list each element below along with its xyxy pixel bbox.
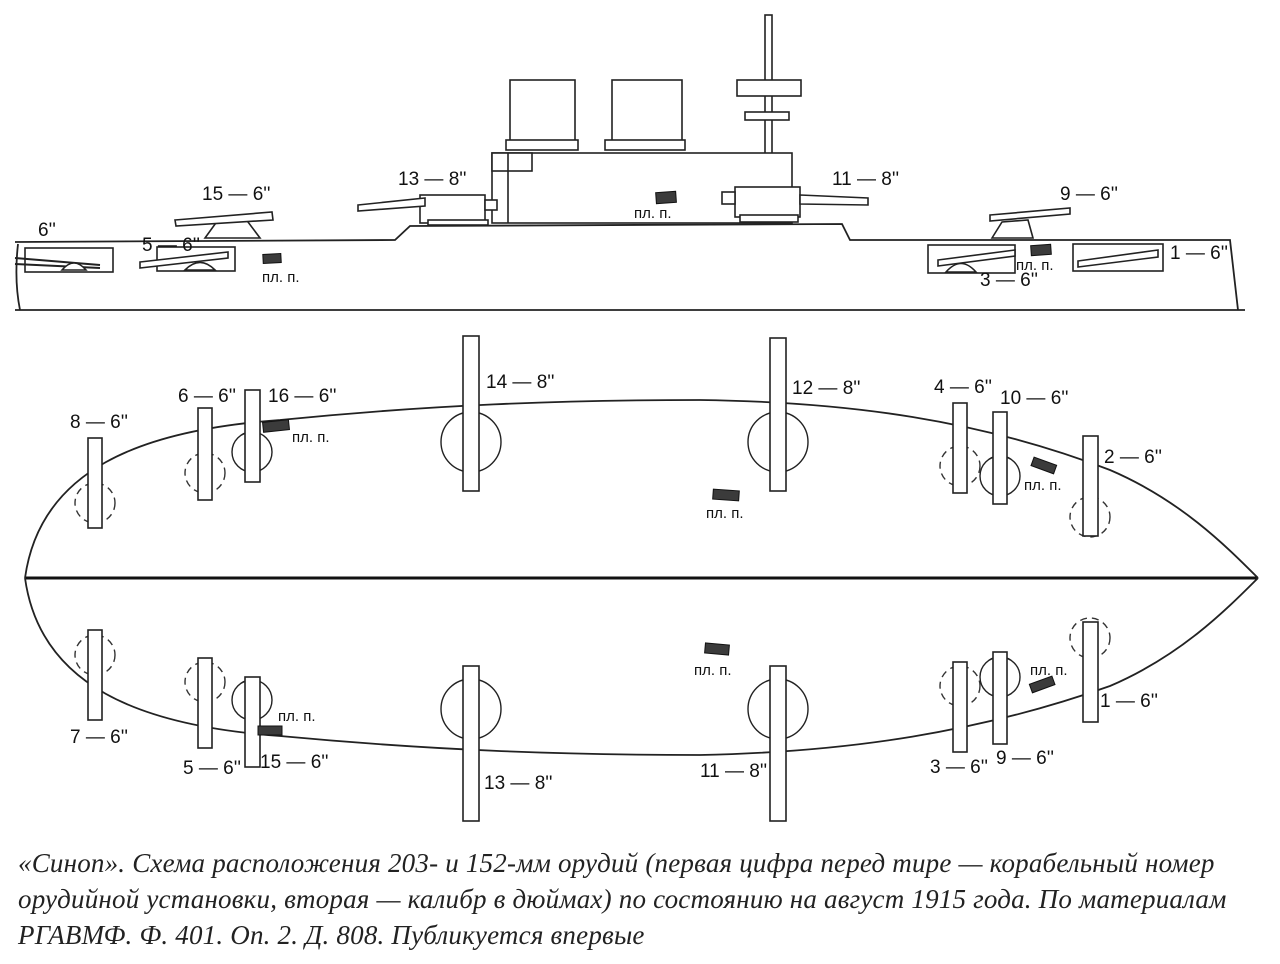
- magazine-marker: [1030, 243, 1052, 257]
- magazine-label: пл. п.: [1016, 257, 1054, 274]
- magazine-marker: [704, 642, 730, 656]
- magazine-label: пл. п.: [1030, 662, 1068, 679]
- magazine-marker: [262, 253, 282, 264]
- magazine-label: пл. п.: [694, 662, 732, 679]
- mast-yard: [744, 111, 790, 121]
- magazine-marker: [655, 190, 677, 205]
- label-turret-11: 11 — 8'': [700, 761, 767, 782]
- label-gun-1: 1 — 6'': [1100, 691, 1158, 712]
- gun-16-upper: [231, 389, 273, 483]
- label-gun-3: 3 — 6'': [980, 270, 1038, 291]
- plan-view: 8 — 6'' 6 — 6'' 16 — 6'' 14 — 8'' 12 — 8…: [24, 335, 1259, 822]
- label-gun-9: 9 — 6'': [996, 748, 1054, 769]
- magazine-label: пл. п.: [292, 429, 330, 446]
- gun-8-upper: [74, 437, 116, 529]
- label-turret-14: 14 — 8'': [486, 372, 555, 393]
- gun-15-lower: [231, 676, 273, 768]
- gun-4-upper: [939, 402, 981, 494]
- magazine-marker: [712, 488, 740, 502]
- gun-10-upper: [979, 411, 1021, 505]
- label-gun-5: 5 — 6'': [183, 758, 241, 779]
- mast-platform: [736, 79, 802, 97]
- gun-1-lower: [1069, 617, 1111, 723]
- magazine-label: пл. п.: [1024, 477, 1062, 494]
- gun-3-lower: [939, 661, 981, 753]
- hull-deck-line: [14, 223, 1239, 311]
- magazine-marker: [1030, 456, 1058, 475]
- side-view: 6'' 15 — 6'' 5 — 6'' 13 — 8'' 11 — 8'' 9…: [14, 14, 1245, 311]
- label-turret-13: 13 — 8'': [484, 773, 553, 794]
- label-turret-12: 12 — 8'': [792, 378, 861, 399]
- magazine-label: пл. п.: [278, 708, 316, 725]
- magazine-label: пл. п.: [262, 269, 300, 286]
- gun-5-lower: [184, 657, 226, 749]
- gun-9-lower: [979, 651, 1021, 745]
- turret-11-lower: [747, 665, 809, 822]
- gun-6-upper: [184, 407, 226, 501]
- funnel-fore: [509, 79, 576, 146]
- turret-13: [419, 194, 486, 224]
- label-gun-2: 2 — 6'': [1104, 447, 1162, 468]
- turret-13-lower: [440, 665, 502, 822]
- label-gun-6: 6 — 6'': [178, 386, 236, 407]
- funnel-fore-base: [505, 139, 579, 151]
- turret-12-upper: [747, 337, 809, 492]
- label-gun-8: 8 — 6'': [70, 412, 128, 433]
- label-gun-16: 16 — 6'': [268, 386, 337, 407]
- label-gun-5: 5 — 6'': [142, 235, 200, 256]
- funnel-aft: [611, 79, 683, 146]
- deckhouse-small: [491, 152, 533, 172]
- label-gun-9: 9 — 6'': [1060, 184, 1118, 205]
- hull-stern: [15, 243, 21, 311]
- deck-gun-15-barrel: [174, 211, 274, 227]
- label-gun-1: 1 — 6'': [1170, 243, 1228, 264]
- magazine-marker: [261, 419, 291, 433]
- gun-layout-diagram: 6'' 15 — 6'' 5 — 6'' 13 — 8'' 11 — 8'' 9…: [14, 14, 1259, 822]
- hull-outline-lower: [24, 577, 1259, 756]
- turret-14-upper: [440, 335, 502, 492]
- figure-caption: «Синоп». Схема расположения 203- и 152-м…: [18, 848, 1227, 950]
- magazine-marker: [257, 725, 283, 736]
- label-gun-15: 15 — 6'': [202, 184, 271, 205]
- magazine-label: пл. п.: [634, 205, 672, 222]
- deck-gun-9: [989, 207, 1071, 222]
- gun-2-upper: [1069, 435, 1111, 538]
- hull-outline-upper: [24, 399, 1259, 579]
- funnel-aft-base: [604, 139, 686, 151]
- label-gun-7: 7 — 6'': [70, 727, 128, 748]
- label-gun-15: 15 — 6'': [260, 752, 329, 773]
- label-gun-11: 11 — 8'': [832, 169, 899, 190]
- magazine-marker: [1028, 675, 1056, 694]
- label-gun-4: 4 — 6'': [934, 377, 992, 398]
- label-gun-13: 13 — 8'': [398, 169, 467, 190]
- label-gun-stern: 6'': [38, 220, 56, 241]
- label-gun-3: 3 — 6'': [930, 757, 988, 778]
- gun-7-lower: [74, 629, 116, 721]
- turret-11: [734, 186, 801, 218]
- magazine-label: пл. п.: [706, 505, 744, 522]
- label-gun-10: 10 — 6'': [1000, 388, 1069, 409]
